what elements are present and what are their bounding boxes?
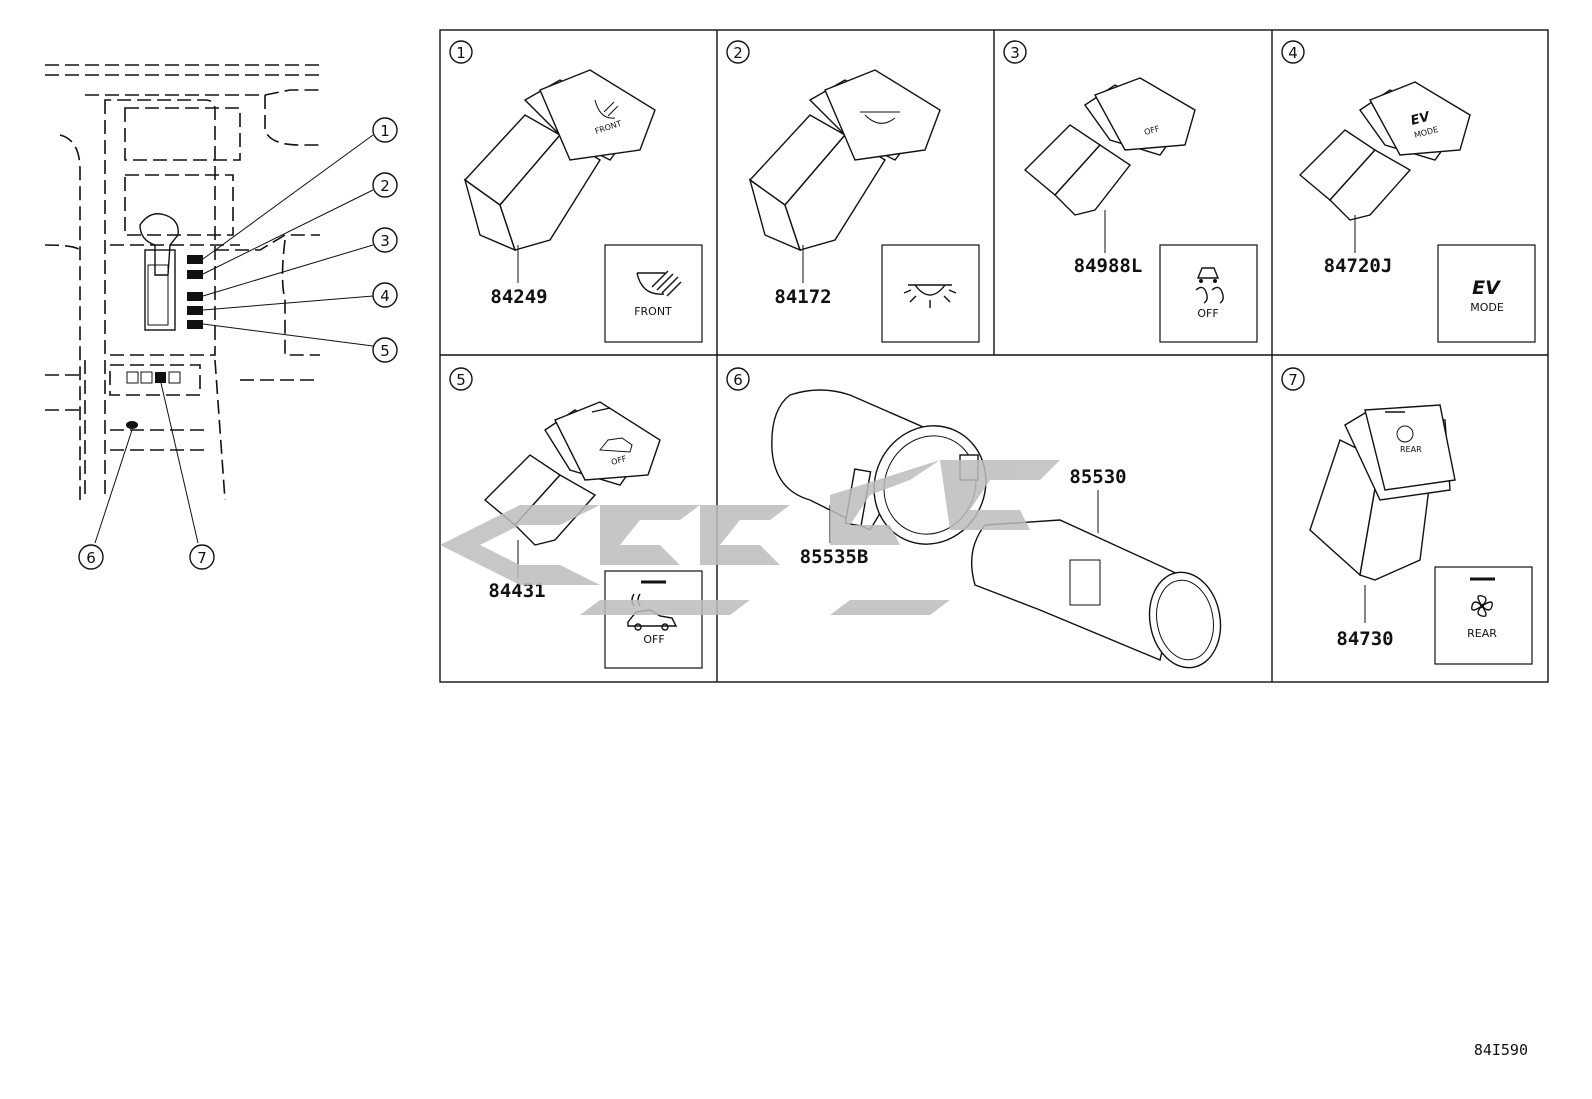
reference-code: 84I590 — [1474, 1041, 1528, 1059]
callout-3 — [372, 227, 398, 253]
icon-label-off-3: OFF — [1197, 307, 1218, 320]
panel-5-number: 5 — [456, 371, 466, 389]
switch-face-label-3: OFF — [1143, 124, 1161, 137]
callout-2 — [372, 172, 398, 198]
traction-control-off-icon — [1195, 267, 1224, 304]
part-number-84431: 84431 — [488, 580, 545, 602]
callout-6-label: 6 — [86, 549, 96, 567]
callout-6 — [78, 544, 104, 570]
switch-84730-illustration: REAR — [1309, 404, 1456, 581]
icon-label-front: FRONT — [634, 305, 672, 318]
panel-grid — [439, 29, 1549, 683]
console-overview: 1 2 3 4 5 6 7 — [44, 64, 398, 570]
icon-box-rear — [1434, 566, 1533, 665]
panel-3-number: 3 — [1010, 44, 1020, 62]
panel-2-number: 2 — [733, 44, 743, 62]
switch-84720J-illustration: EV MODE — [1298, 81, 1471, 221]
icon-box-traction-off — [1159, 244, 1258, 343]
callout-4 — [372, 282, 398, 308]
part-number-85530: 85530 — [1069, 466, 1126, 488]
icon-label-mode: MODE — [1470, 301, 1504, 314]
socket-85530-illustration — [970, 519, 1222, 669]
part-number-84172: 84172 — [774, 286, 831, 308]
part-number-85535B: 85535B — [800, 546, 869, 568]
room-light-icon — [903, 284, 957, 308]
icon-box-ev-mode — [1437, 244, 1536, 343]
fog-light-icon — [636, 270, 682, 297]
callout-1-label: 1 — [380, 122, 390, 140]
icon-label-rear: REAR — [1467, 627, 1497, 640]
panel-7-number: 7 — [1288, 371, 1298, 389]
switch-face-ev: EV — [1409, 109, 1432, 129]
panel-6-number: 6 — [733, 371, 743, 389]
watermark-logo — [440, 460, 1060, 615]
callout-2-label: 2 — [380, 177, 390, 195]
callout-7 — [189, 544, 215, 570]
panel-1-number: 1 — [456, 44, 466, 62]
switch-face-label-5: OFF — [610, 454, 628, 467]
callout-3-label: 3 — [380, 232, 390, 250]
callout-4-label: 4 — [380, 287, 390, 305]
icon-box-intrusion-off — [604, 570, 703, 669]
panel-4: 4 EV MODE 84720J EV MODE — [1281, 40, 1536, 343]
panel-5: 5 OFF 84431 OFF — [449, 367, 703, 669]
switch-84172-illustration — [748, 69, 941, 252]
panel-3: 3 OFF 84988L OFF — [1003, 40, 1258, 343]
icon-label-off-5: OFF — [643, 633, 664, 646]
panel-7: 7 REAR 84730 REAR — [1281, 367, 1533, 665]
callout-5-label: 5 — [380, 342, 390, 360]
switch-84431-illustration: OFF — [483, 401, 661, 546]
ev-mode-icon: EV — [1472, 277, 1501, 299]
callout-5 — [372, 337, 398, 363]
switch-face-label-7: REAR — [1400, 445, 1422, 454]
switch-84988L-illustration: OFF — [1023, 77, 1196, 216]
callout-7-label: 7 — [197, 549, 207, 567]
part-number-84249: 84249 — [490, 286, 547, 308]
switch-84249-illustration: FRONT — [463, 69, 656, 252]
callout-1 — [372, 117, 398, 143]
part-number-84720J: 84720J — [1324, 255, 1393, 277]
panel-2: 2 84172 — [726, 40, 980, 343]
part-number-84730: 84730 — [1336, 628, 1393, 650]
rear-fan-icon — [1471, 595, 1493, 617]
panel-4-number: 4 — [1288, 44, 1298, 62]
panel-1: 1 FRONT 84249 FRONT — [449, 40, 703, 343]
part-number-84988L: 84988L — [1074, 255, 1143, 277]
icon-box-room-light — [881, 244, 980, 343]
